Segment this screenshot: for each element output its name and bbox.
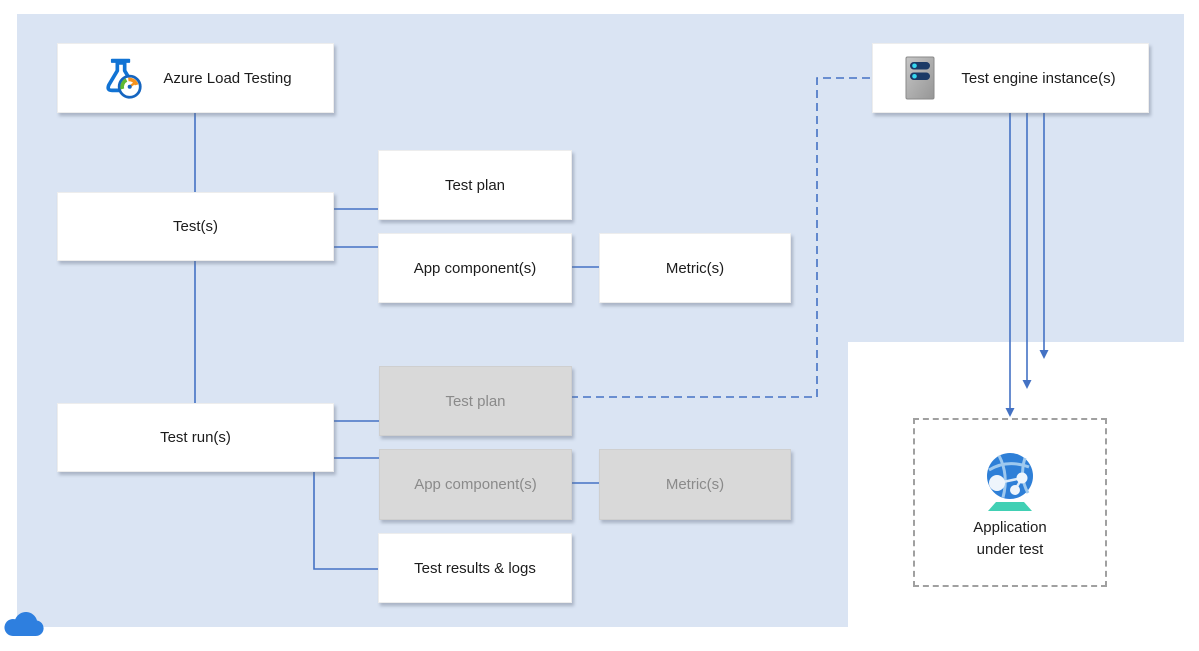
node-azure-load-testing: Azure Load Testing xyxy=(57,43,334,113)
node-label: App component(s) xyxy=(414,476,537,493)
node-label-line2: under test xyxy=(976,540,1044,558)
node-label: Metric(s) xyxy=(665,476,725,493)
node-label: Test plan xyxy=(445,392,506,410)
load-testing-flask-gauge-icon xyxy=(106,58,143,99)
node-label: Test(s) xyxy=(173,218,218,235)
web-app-globe-icon xyxy=(987,452,1033,511)
node-test-runs: Test run(s) xyxy=(57,403,334,472)
node-run-app-components: App component(s) xyxy=(379,449,572,520)
node-label: Test plan xyxy=(444,176,506,194)
node-app-components: App component(s) xyxy=(378,233,572,303)
node-metrics: Metric(s) xyxy=(599,233,791,303)
node-label: Metric(s) xyxy=(665,259,725,277)
node-label: Azure Load Testing xyxy=(163,69,292,87)
node-label: Test run(s) xyxy=(160,429,231,446)
node-test-plan: Test plan xyxy=(378,150,572,220)
cloud-icon xyxy=(4,612,44,637)
node-test-engine-instances: Test engine instance(s) xyxy=(872,43,1149,113)
node-tests: Test(s) xyxy=(57,192,334,261)
node-application-under-test: Application under test xyxy=(913,418,1107,587)
node-run-metrics: Metric(s) xyxy=(599,449,791,520)
node-label: App component(s) xyxy=(413,259,537,277)
node-label-line1: Application xyxy=(973,518,1047,536)
node-label: Test engine instance(s) xyxy=(961,69,1116,87)
node-run-test-plan: Test plan xyxy=(379,366,572,436)
node-test-results-logs: Test results & logs xyxy=(378,533,572,603)
node-label: Test results & logs xyxy=(414,559,536,577)
external-region xyxy=(848,342,1199,651)
server-vm-icon xyxy=(905,56,935,100)
